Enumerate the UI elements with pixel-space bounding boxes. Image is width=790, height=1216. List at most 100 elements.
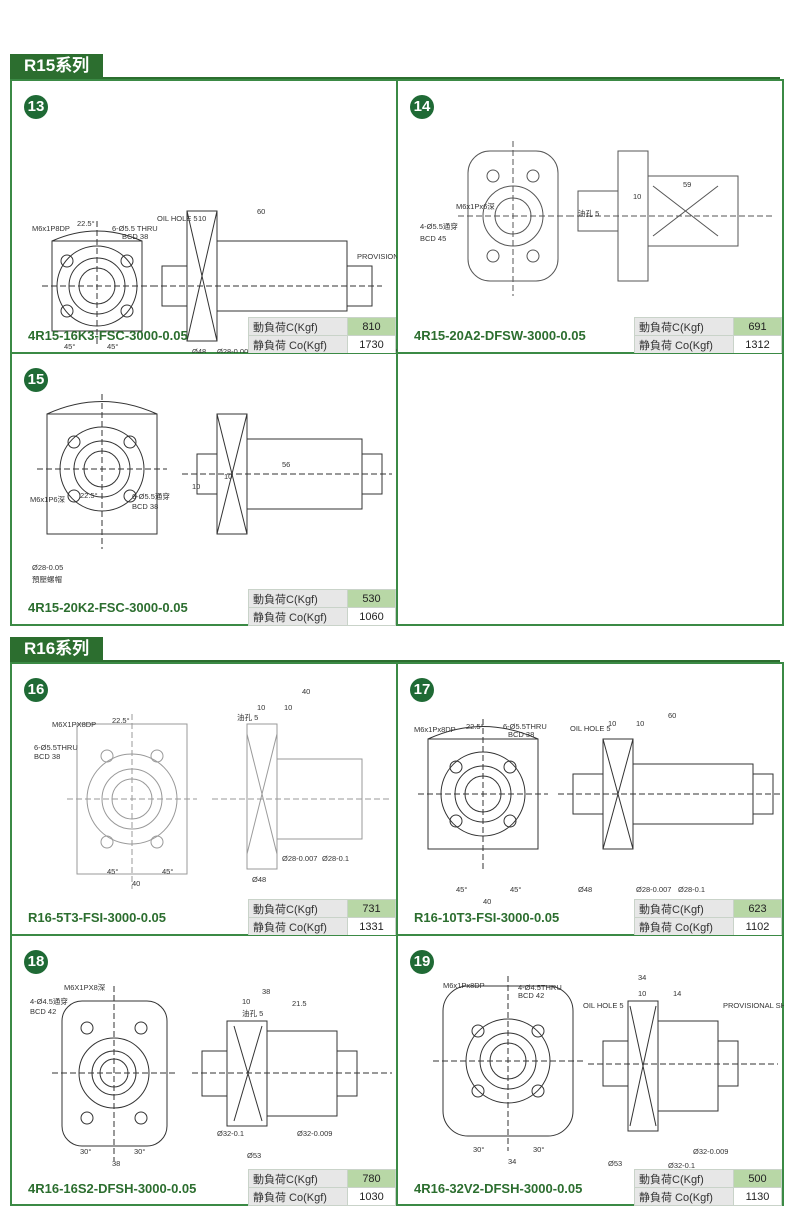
- drawing-dimension-label: 45°: [64, 342, 75, 351]
- drawing-dimension-label: 6-Ø5.5 THRU: [112, 224, 158, 233]
- drawing-dimension-label: 45°: [456, 885, 467, 894]
- drawing-dimension-label: Ø28-0.1: [322, 854, 349, 863]
- item-number-badge: 15: [24, 368, 48, 392]
- load-spec-table: 動負荷C(Kgf)731 静負荷 Co(Kgf)1331: [248, 899, 396, 936]
- load-spec-table: 動負荷C(Kgf)810 静負荷 Co(Kgf)1730: [248, 317, 396, 354]
- static-load-value: 1130: [733, 1187, 782, 1206]
- section-rule: [10, 660, 780, 662]
- drawing-dimension-label: 38: [262, 987, 270, 996]
- drawing-dimension-label: OIL HOLE 5: [570, 724, 611, 733]
- dynamic-load-label: 動負荷C(Kgf): [634, 317, 734, 336]
- section-rule: [10, 77, 780, 79]
- drawing-dimension-label: 6-Ø5.5通穿: [132, 491, 170, 501]
- drawing-dimension-label: BCD 42: [30, 1007, 56, 1016]
- section-title-r15: R15系列: [10, 54, 104, 78]
- drawing-dimension-label: 34: [508, 1157, 516, 1166]
- static-load-value: 1102: [733, 917, 782, 936]
- drawing-dimension-label: 10: [224, 472, 232, 481]
- drawing-dimension-label: M6X1PX8深: [64, 983, 106, 992]
- section-title-r16: R16系列: [10, 637, 104, 661]
- dynamic-load-label: 動負荷C(Kgf): [248, 899, 348, 918]
- drawing-dimension-label: 10: [192, 482, 200, 491]
- drawing-dimension-label: 10: [242, 997, 250, 1006]
- static-load-value: 1312: [733, 335, 782, 354]
- dynamic-load-value: 810: [347, 317, 396, 336]
- drawing-dimension-label: Ø28-0.05: [32, 563, 63, 572]
- drawing-dimension-label: 10: [198, 214, 206, 223]
- load-spec-table: 動負荷C(Kgf)780 静負荷 Co(Kgf)1030: [248, 1169, 396, 1206]
- dynamic-load-value: 530: [347, 589, 396, 608]
- drawing-dimension-label: 10: [633, 192, 641, 201]
- model-code: 4R16-32V2-DFSH-3000-0.05: [414, 1181, 583, 1196]
- dynamic-load-value: 500: [733, 1169, 782, 1188]
- drawing-dimension-label: Ø53: [608, 1159, 622, 1168]
- dynamic-load-label: 動負荷C(Kgf): [248, 317, 348, 336]
- dynamic-load-label: 動負荷C(Kgf): [634, 899, 734, 918]
- static-load-value: 1030: [347, 1187, 396, 1206]
- drawing-dimension-label: Ø28-0.1: [678, 885, 705, 894]
- drawing-dimension-label: 30°: [473, 1145, 484, 1154]
- drawing-dimension-label: 10: [257, 703, 265, 712]
- load-spec-table: 動負荷C(Kgf)530 静負荷 Co(Kgf)1060: [248, 589, 396, 626]
- drawing-dimension-label: 40: [302, 687, 310, 696]
- drawing-dimension-label: 22.5°: [80, 491, 98, 500]
- drawing-dimension-label: 45°: [162, 867, 173, 876]
- drawing-dimension-label: M6x1Px8DP: [443, 981, 485, 990]
- drawing-dimension-label: BCD 38: [508, 730, 534, 739]
- static-load-value: 1060: [347, 607, 396, 626]
- model-code: 4R15-20A2-DFSW-3000-0.05: [414, 328, 586, 343]
- load-spec-table: 動負荷C(Kgf)691 静負荷 Co(Kgf)1312: [634, 317, 782, 354]
- drawing-dimension-label: OIL HOLE 5: [157, 214, 198, 223]
- drawing-dimension-label: 34: [638, 973, 646, 982]
- drawing-dimension-label: OIL HOLE 5: [583, 1001, 624, 1010]
- drawing-dimension-label: 油孔 5: [237, 712, 258, 722]
- drawing-dimension-label: 30°: [134, 1147, 145, 1156]
- model-code: 4R15-16K3-FSC-3000-0.05: [28, 328, 188, 343]
- drawing-dimension-label: 22.5°: [466, 722, 484, 731]
- model-code: 4R15-20K2-FSC-3000-0.05: [28, 600, 188, 615]
- drawing-dimension-label: 45°: [107, 867, 118, 876]
- static-load-label: 静負荷 Co(Kgf): [248, 917, 348, 936]
- static-load-label: 静負荷 Co(Kgf): [634, 1187, 734, 1206]
- drawing-dimension-label: 油孔 5: [578, 208, 599, 218]
- item-number-badge: 18: [24, 950, 48, 974]
- dynamic-load-label: 動負荷C(Kgf): [248, 589, 348, 608]
- static-load-label: 静負荷 Co(Kgf): [248, 1187, 348, 1206]
- load-spec-table: 動負荷C(Kgf)623 静負荷 Co(Kgf)1102: [634, 899, 782, 936]
- model-code: R16-5T3-FSI-3000-0.05: [28, 910, 167, 925]
- item-number-badge: 19: [410, 950, 434, 974]
- item-number-badge: 14: [410, 95, 434, 119]
- drawing-dimension-label: 45°: [510, 885, 521, 894]
- drawing-dimension-label: M6x1P8DP: [32, 224, 70, 233]
- drawing-dimension-label: 10: [638, 989, 646, 998]
- static-load-label: 静負荷 Co(Kgf): [634, 335, 734, 354]
- drawing-dimension-label: Ø28-0.007: [636, 885, 671, 894]
- drawing-dimension-label: Ø48: [192, 347, 206, 354]
- drawing-dimension-label: Ø32-0.009: [693, 1147, 728, 1156]
- item-number-badge: 16: [24, 678, 48, 702]
- drawing-dimension-label: 6-Ø5.5THRU: [34, 743, 78, 752]
- drawing-dimension-label: 6-Ø5.5THRU: [503, 722, 547, 731]
- dynamic-load-label: 動負荷C(Kgf): [248, 1169, 348, 1188]
- dynamic-load-value: 623: [733, 899, 782, 918]
- dynamic-load-value: 780: [347, 1169, 396, 1188]
- drawing-dimension-label: BCD 38: [122, 232, 148, 241]
- item-number-badge: 13: [24, 95, 48, 119]
- drawing-dimension-label: BCD 38: [132, 502, 158, 511]
- drawing-dimension-label: 30°: [80, 1147, 91, 1156]
- drawing-dimension-label: 56: [282, 460, 290, 469]
- drawing-dimension-label: 40: [132, 879, 140, 888]
- drawing-dimension-label: 4-Ø4.5THRU: [518, 983, 562, 992]
- drawing-dimension-label: 10: [608, 719, 616, 728]
